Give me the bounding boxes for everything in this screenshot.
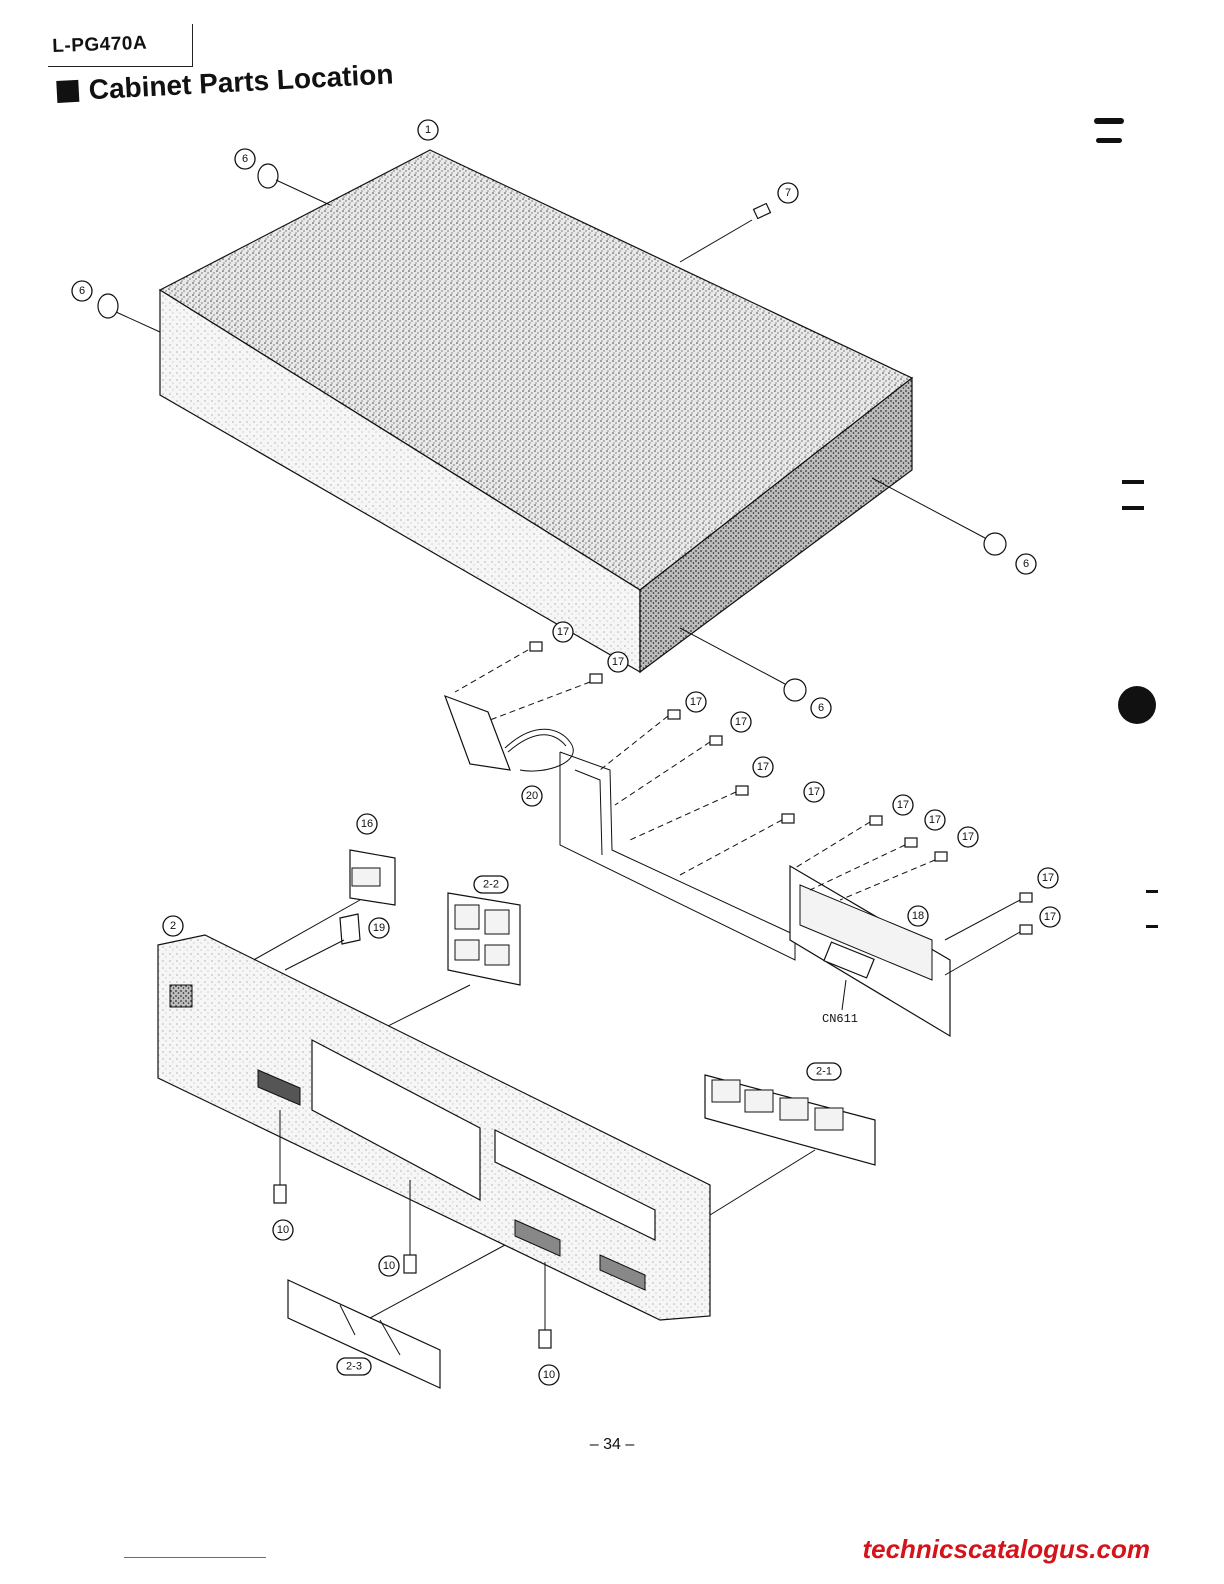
svg-text:6: 6	[818, 702, 824, 714]
svg-text:17: 17	[929, 814, 941, 826]
knob-part	[285, 914, 360, 970]
svg-text:1: 1	[425, 124, 431, 136]
screw-17-heads	[530, 642, 1032, 934]
callout-2: 2	[163, 916, 183, 936]
svg-text:2-2: 2-2	[483, 879, 499, 891]
svg-text:2: 2	[170, 920, 176, 932]
svg-text:17: 17	[808, 786, 820, 798]
binder-hole	[1118, 686, 1156, 724]
callout-17-d: 17	[731, 712, 751, 732]
callout-16: 16	[357, 814, 377, 834]
panel-screw-10-right	[539, 1262, 551, 1348]
binder-mark-3	[1122, 480, 1144, 484]
callout-6-front: 6	[811, 698, 831, 718]
callout-10-right: 10	[539, 1365, 559, 1385]
callout-2-1: 2-1	[807, 1063, 841, 1080]
svg-text:17: 17	[1044, 911, 1056, 923]
svg-text:17: 17	[962, 831, 974, 843]
svg-text:17: 17	[1042, 872, 1054, 884]
cabinet-screw-6-top	[258, 164, 330, 205]
connector-label: CN611	[822, 1012, 858, 1026]
callout-17-a: 17	[553, 622, 573, 642]
footer-rule	[124, 1557, 266, 1558]
binder-mark-2	[1096, 138, 1122, 143]
callout-17-g: 17	[893, 795, 913, 815]
svg-text:7: 7	[785, 187, 791, 199]
callout-17-f: 17	[804, 782, 824, 802]
svg-text:6: 6	[1023, 558, 1029, 570]
callout-2-2: 2-2	[474, 876, 508, 893]
svg-text:17: 17	[612, 656, 624, 668]
front-panel	[158, 935, 815, 1320]
svg-text:10: 10	[277, 1224, 289, 1236]
svg-text:2-3: 2-3	[346, 1361, 362, 1373]
callout-10-left: 10	[273, 1220, 293, 1240]
callout-17-k: 17	[1040, 907, 1060, 927]
binder-mark-6	[1146, 925, 1158, 928]
svg-text:17: 17	[557, 626, 569, 638]
svg-text:10: 10	[543, 1369, 555, 1381]
callout-19: 19	[369, 918, 389, 938]
svg-text:17: 17	[690, 696, 702, 708]
svg-text:20: 20	[526, 790, 538, 802]
button-block-2-2	[380, 893, 520, 1030]
svg-text:17: 17	[897, 799, 909, 811]
svg-text:10: 10	[383, 1260, 395, 1272]
callout-20: 20	[522, 786, 542, 806]
callout-17-i: 17	[958, 827, 978, 847]
callout-18: 18	[908, 906, 928, 926]
callout-7: 7	[778, 183, 798, 203]
svg-text:18: 18	[912, 910, 924, 922]
svg-text:17: 17	[735, 716, 747, 728]
cabinet-screw-6-right	[872, 478, 1006, 555]
cabinet-screw-6-left	[98, 294, 160, 332]
binder-mark-4	[1122, 506, 1144, 510]
svg-text:6: 6	[79, 285, 85, 297]
callout-17-c: 17	[686, 692, 706, 712]
callout-17-e: 17	[753, 757, 773, 777]
small-circuit-board	[445, 696, 573, 771]
display-board	[790, 866, 950, 1036]
button-block-2-1	[705, 1075, 875, 1165]
mounting-bracket	[560, 752, 795, 960]
page-number: – 34 –	[0, 1436, 1224, 1454]
callout-17-j: 17	[1038, 868, 1058, 888]
svg-text:19: 19	[373, 922, 385, 934]
callout-6-left: 6	[72, 281, 92, 301]
callout-17-h: 17	[925, 810, 945, 830]
callout-10-middle: 10	[379, 1256, 399, 1276]
binder-mark-5	[1146, 890, 1158, 893]
watermark: technicscatalogus.com	[862, 1534, 1150, 1565]
svg-text:6: 6	[242, 153, 248, 165]
callout-6-top: 6	[235, 149, 255, 169]
power-button-part	[250, 850, 395, 962]
callout-2-3: 2-3	[337, 1358, 371, 1375]
binder-mark-1	[1094, 118, 1124, 124]
callout-6-right: 6	[1016, 554, 1036, 574]
cabinet-cover	[160, 150, 912, 672]
svg-text:2-1: 2-1	[816, 1066, 832, 1078]
callout-1: 1	[418, 120, 438, 140]
cabinet-screw-6-front	[680, 628, 806, 701]
cabinet-screw-7	[680, 204, 770, 262]
cn611-leader	[842, 980, 846, 1010]
callout-17-b: 17	[608, 652, 628, 672]
svg-text:16: 16	[361, 818, 373, 830]
svg-text:17: 17	[757, 761, 769, 773]
